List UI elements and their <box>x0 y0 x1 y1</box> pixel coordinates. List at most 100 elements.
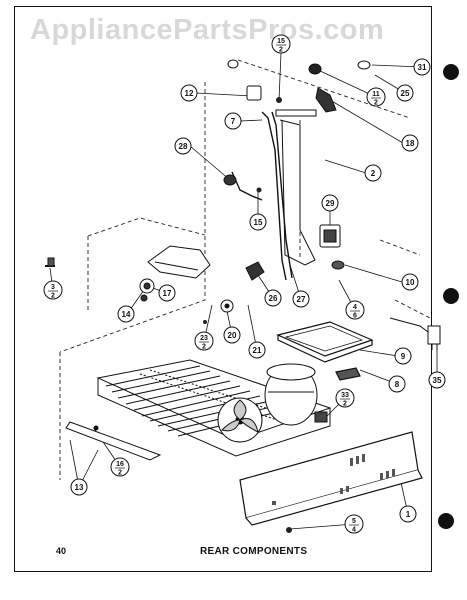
callout-bubble <box>364 164 382 182</box>
fan-motor-parts <box>45 245 265 313</box>
callout-number: 5 <box>352 518 356 525</box>
binder-hole-bottom <box>438 513 454 529</box>
callout-27: 27 <box>292 290 310 308</box>
callout-18: 18 <box>401 134 419 152</box>
callout-number: 8 <box>395 380 400 389</box>
callout-5: 54 <box>344 514 364 534</box>
callout-number: 15 <box>277 38 285 45</box>
callout-number: 27 <box>297 295 306 304</box>
callout-bubble <box>366 87 386 107</box>
callout-29: 29 <box>321 194 339 212</box>
callout-quantity: 2 <box>343 401 347 408</box>
callout-bubble <box>399 505 417 523</box>
callout-bubble <box>43 280 63 300</box>
callout-number: 2 <box>371 169 376 178</box>
callout-bubble <box>224 112 242 130</box>
screws <box>203 97 292 533</box>
base-rail <box>65 421 162 461</box>
callout-bubble <box>194 331 214 351</box>
callout-bubble <box>388 375 406 393</box>
callout-number: 3 <box>51 284 55 291</box>
callout-bubble <box>271 34 291 54</box>
callout-31: 31 <box>413 58 431 76</box>
callout-10: 10 <box>401 273 419 291</box>
refrigerant-tubing <box>231 111 293 281</box>
callout-bubble <box>345 300 365 320</box>
callout-number: 25 <box>401 89 410 98</box>
callout-15: 152 <box>271 34 291 54</box>
callout-2: 2 <box>364 164 382 182</box>
callout-bubble <box>396 84 414 102</box>
callout-quantity: 2 <box>202 344 206 351</box>
callout-1: 1 <box>399 505 417 523</box>
callout-number: 18 <box>406 139 415 148</box>
callout-bubble <box>344 514 364 534</box>
callout-bubble <box>70 478 88 496</box>
callout-bubble <box>335 388 355 408</box>
callout-number: 35 <box>433 376 442 385</box>
callout-13: 13 <box>70 478 88 496</box>
callout-bubble <box>401 273 419 291</box>
callout-bubble <box>223 326 241 344</box>
callout-bubble <box>110 457 130 477</box>
callout-quantity: 2 <box>51 293 55 300</box>
binder-hole-middle <box>443 288 459 304</box>
callout-25: 25 <box>396 84 414 102</box>
callout-28: 28 <box>174 137 192 155</box>
power-cord <box>389 317 441 350</box>
callout-bubble <box>117 305 135 323</box>
callout-21: 21 <box>248 341 266 359</box>
callout-number: 13 <box>75 483 84 492</box>
upper-fittings <box>223 59 371 270</box>
callout-number: 10 <box>406 278 415 287</box>
callout-number: 17 <box>163 289 172 298</box>
callout-14: 14 <box>117 305 135 323</box>
callout-quantity: 6 <box>353 313 357 320</box>
callout-number: 16 <box>116 461 124 468</box>
callout-23: 232 <box>194 331 214 351</box>
callout-bubble <box>292 290 310 308</box>
callout-bubble <box>180 84 198 102</box>
callout-20: 20 <box>223 326 241 344</box>
callout-number: 15 <box>254 218 263 227</box>
callout-number: 20 <box>228 331 237 340</box>
callout-quantity: 2 <box>279 47 283 54</box>
diagram-frame <box>14 6 432 572</box>
callout-bubble <box>428 371 446 389</box>
callout-number: 11 <box>372 91 380 98</box>
callout-12: 12 <box>180 84 198 102</box>
callout-quantity: 4 <box>352 527 356 534</box>
callout-number: 26 <box>269 294 278 303</box>
diagram-caption: REAR COMPONENTS <box>200 546 308 557</box>
callout-9: 9 <box>394 347 412 365</box>
callout-15: 15 <box>249 213 267 231</box>
page-number: 40 <box>56 546 67 556</box>
watermark-logo: AppliancePartsPros.com <box>30 14 385 46</box>
callout-3: 32 <box>43 280 63 300</box>
callout-number: 9 <box>401 352 406 361</box>
callout-quantity: 2 <box>118 470 122 477</box>
callout-bubble <box>394 347 412 365</box>
callout-bubble <box>321 194 339 212</box>
callout-33: 332 <box>335 388 355 408</box>
callout-bubble <box>248 341 266 359</box>
callout-16: 162 <box>110 457 130 477</box>
callout-number: 12 <box>185 89 194 98</box>
callout-35: 35 <box>428 371 446 389</box>
callout-number: 7 <box>231 117 236 126</box>
callout-26: 26 <box>264 289 282 307</box>
callout-11: 112 <box>366 87 386 107</box>
callout-quantity: 2 <box>374 100 378 107</box>
rear-access-panel <box>239 431 423 526</box>
callout-number: 33 <box>341 392 349 399</box>
callout-number: 28 <box>179 142 188 151</box>
evaporator-cover <box>279 119 316 266</box>
binder-hole-top <box>443 64 459 80</box>
callout-bubble <box>249 213 267 231</box>
compressor-and-fan <box>217 363 328 443</box>
callout-number: 31 <box>418 63 427 72</box>
callout-number: 14 <box>122 310 131 319</box>
